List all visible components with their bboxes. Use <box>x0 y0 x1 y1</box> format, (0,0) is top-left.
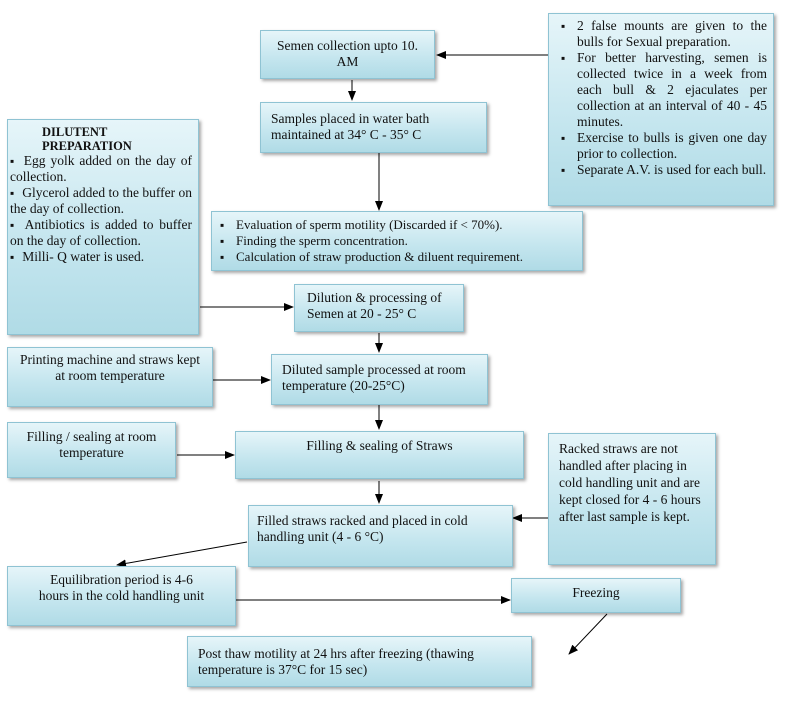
filling-note-box: Filling / sealing at room temperature <box>7 422 176 478</box>
dilutent-item: Antibiotics is added to buffer on the da… <box>10 217 192 249</box>
evaluation-box: Evaluation of sperm motility (Discarded … <box>211 211 583 271</box>
evaluation-list: Evaluation of sperm motility (Discarded … <box>216 217 578 265</box>
bull-preparation-item: For better harvesting, semen is collecte… <box>557 50 767 130</box>
racked-note-box: Racked straws are not handled after plac… <box>548 433 716 565</box>
semen-collection-text: Semen collection upto 10. AM <box>277 38 418 69</box>
diluted-sample-box: Diluted sample processed at room tempera… <box>271 354 488 405</box>
freezing-box: Freezing <box>511 578 681 613</box>
printing-machine-text: Printing machine and straws kept at room… <box>20 352 200 383</box>
dilutent-list: Egg yolk added on the day of collection.… <box>10 153 192 265</box>
water-bath-text: Samples placed in water bath maintained … <box>271 111 430 142</box>
arrow-freezing-to-postthaw <box>568 613 608 655</box>
evaluation-item: Finding the sperm concentration. <box>216 233 578 249</box>
arrow-racked-to-equilibration <box>116 541 248 568</box>
filling-box: Filling & sealing of Straws <box>235 431 524 479</box>
post-thaw-box: Post thaw motility at 24 hrs after freez… <box>187 636 532 687</box>
bull-preparation-list: 2 false mounts are given to the bulls fo… <box>557 18 767 178</box>
bull-preparation-item: Separate A.V. is used for each bull. <box>557 162 767 178</box>
dilutent-item: Milli- Q water is used. <box>10 249 192 265</box>
semen-collection-box: Semen collection upto 10. AM <box>260 30 435 79</box>
diluted-sample-text: Diluted sample processed at room tempera… <box>282 362 466 393</box>
dilution-box: Dilution & processing of Semen at 20 - 2… <box>294 284 464 332</box>
racked-text: Filled straws racked and placed in cold … <box>257 513 468 544</box>
racked-note-text: Racked straws are not handled after plac… <box>559 441 701 524</box>
dilutent-heading: DILUTENT PREPARATION <box>42 125 132 153</box>
bull-preparation-item: 2 false mounts are given to the bulls fo… <box>557 18 767 50</box>
dilution-text: Dilution & processing of Semen at 20 - 2… <box>307 290 442 321</box>
evaluation-item: Calculation of straw production & diluen… <box>216 249 578 265</box>
equilibration-text: Equilibration period is 4-6 hours in the… <box>38 572 205 603</box>
bull-preparation-item: Exercise to bulls is given one day prior… <box>557 130 767 162</box>
water-bath-box: Samples placed in water bath maintained … <box>260 102 487 153</box>
filling-text: Filling & sealing of Straws <box>306 438 453 453</box>
racked-box: Filled straws racked and placed in cold … <box>248 505 513 567</box>
bull-preparation-box: 2 false mounts are given to the bulls fo… <box>548 13 774 206</box>
dilutent-preparation-box: DILUTENT PREPARATION Egg yolk added on t… <box>7 119 199 335</box>
printing-machine-box: Printing machine and straws kept at room… <box>7 347 213 407</box>
equilibration-box: Equilibration period is 4-6 hours in the… <box>7 566 236 626</box>
filling-note-text: Filling / sealing at room temperature <box>26 429 157 460</box>
post-thaw-text: Post thaw motility at 24 hrs after freez… <box>198 646 474 677</box>
freezing-text: Freezing <box>572 585 620 600</box>
dilutent-item: Egg yolk added on the day of collection. <box>10 153 192 185</box>
dilutent-item: Glycerol added to the buffer on the day … <box>10 185 192 217</box>
evaluation-item: Evaluation of sperm motility (Discarded … <box>216 217 578 233</box>
